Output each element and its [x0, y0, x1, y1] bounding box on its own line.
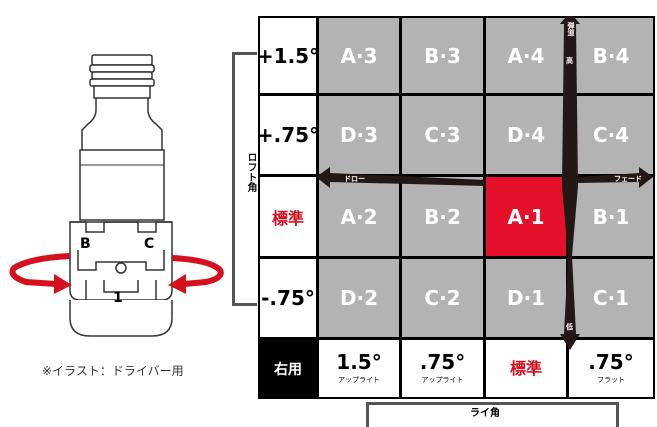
lie-sub: フラット [597, 376, 625, 384]
lie-sub: アップライト [421, 376, 464, 384]
label-c: C [144, 236, 155, 252]
lie-column-label: .75° アップライト [402, 340, 483, 397]
setting-cell: D·1 [486, 259, 566, 337]
lie-value: .75° [419, 350, 466, 374]
setting-cell: C·1 [569, 259, 653, 337]
setting-cell-standard: A·1 [486, 177, 566, 256]
setting-cell: B·4 [569, 18, 653, 93]
loft-row-label: 標準 [260, 177, 316, 256]
vertical-arrow [560, 16, 580, 350]
setting-cell: B·2 [402, 177, 483, 256]
setting-cell: C·4 [569, 96, 653, 174]
direction-arrows [316, 16, 653, 350]
label-b: B [80, 236, 91, 252]
adjustment-grid: +1.5° A·3 B·3 A·4 B·4 +.75° D·3 C·3 D·4 … [257, 16, 655, 399]
setting-cell: A·4 [486, 18, 566, 93]
setting-cell: D·3 [319, 96, 399, 174]
setting-cell: A·2 [319, 177, 399, 256]
loft-bracket [232, 52, 257, 306]
left-arrow [316, 167, 486, 188]
hosel-sleeve-illustration [9, 54, 224, 337]
setting-cell: D·4 [486, 96, 566, 174]
lie-column-label: 標準 [486, 340, 566, 397]
label-1: 1 [113, 290, 123, 306]
arrow-label-high-1: 弾道 [567, 22, 575, 36]
arrow-label-low: 低 [566, 323, 573, 331]
lie-value: 1.5° [336, 350, 382, 374]
right-arrow [576, 167, 653, 188]
loft-row-label: +1.5° [257, 18, 319, 93]
right-hand-label: 右用 [260, 340, 316, 397]
lie-bracket [366, 402, 619, 427]
setting-cell: B·1 [569, 177, 653, 256]
loft-axis-label: ロフト角 [243, 150, 258, 194]
arrow-label-high-2: 高 [566, 57, 573, 65]
arrow-label-fade: フェード [614, 175, 642, 183]
illustration-caption: ※イラスト：ドライバー用 [42, 364, 184, 378]
lie-value: .75° [588, 350, 634, 374]
lie-sub: アップライト [338, 376, 380, 384]
setting-cell: A·3 [319, 18, 399, 93]
arrow-label-draw: ドロー [344, 175, 365, 183]
setting-cell: D·2 [319, 259, 399, 337]
lie-axis-label: ライ角 [470, 408, 500, 419]
loft-row-label: -.75° [260, 259, 316, 337]
setting-cell: B·3 [402, 18, 483, 93]
setting-cell: C·2 [402, 259, 483, 337]
setting-cell: C·3 [402, 96, 483, 174]
lie-value: 標準 [509, 358, 542, 378]
lie-column-label: .75° フラット [569, 340, 653, 397]
lie-column-label: 1.5° アップライト [319, 340, 399, 397]
loft-row-label: +.75° [257, 96, 319, 174]
